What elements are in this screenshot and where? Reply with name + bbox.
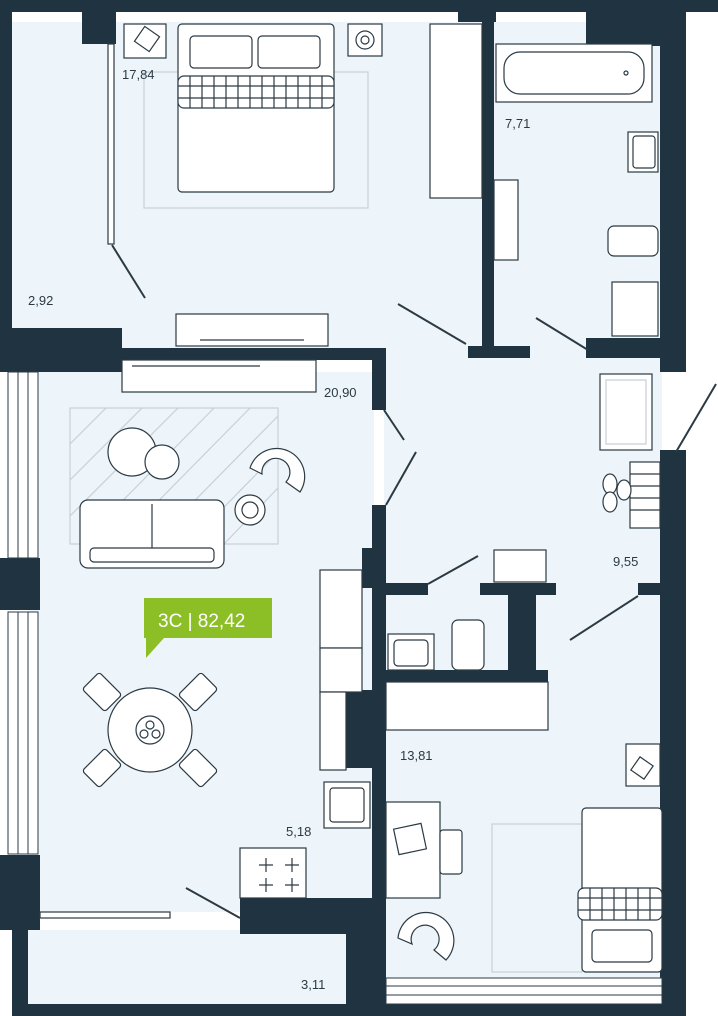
wardrobe (385, 681, 549, 731)
wall (482, 12, 494, 350)
chair (439, 829, 463, 875)
wall (0, 328, 122, 372)
wall (638, 583, 662, 595)
area-label-balcony: 3,11 (301, 977, 325, 992)
door-leaf (111, 244, 146, 299)
pillow (591, 929, 653, 963)
tv-stand (121, 359, 317, 393)
chair (178, 748, 218, 788)
badge-background (144, 598, 272, 658)
bedroom-bottom-furniture (385, 743, 663, 973)
chair (82, 672, 122, 712)
kitchen-counter (319, 691, 347, 771)
slipper-icon (616, 479, 632, 501)
wall (12, 1004, 352, 1016)
wall (0, 0, 12, 330)
living-furniture (39, 359, 371, 919)
area-label-bathroom: 7,71 (505, 116, 530, 131)
tv-stand (175, 313, 329, 347)
area-label-bedroom-top: 17,84 (122, 67, 155, 82)
corridor-furniture (385, 373, 661, 731)
wall (384, 1004, 686, 1016)
pillow (189, 35, 253, 69)
wall (458, 12, 496, 22)
apartment-type-area: 3С | 82,42 (158, 611, 245, 632)
closet (429, 23, 483, 199)
wall (122, 348, 384, 360)
book-icon (133, 25, 161, 53)
chair (82, 748, 122, 788)
doormat (599, 373, 653, 451)
pillow (257, 35, 321, 69)
stove (239, 847, 307, 899)
armchair (249, 447, 306, 493)
area-label-bedroom-bottom: 13,81 (400, 748, 433, 763)
wall (468, 346, 530, 358)
wall (384, 670, 548, 682)
door-leaf (383, 409, 405, 441)
wall (508, 583, 536, 681)
shoe-rack (629, 461, 661, 529)
armchair (397, 911, 455, 961)
room-floor-living (28, 372, 374, 912)
wall (372, 505, 386, 1000)
door-leaf (385, 451, 417, 506)
wardrobe (107, 43, 115, 245)
wall (386, 583, 428, 595)
wall (12, 925, 28, 1016)
door-leaf (185, 887, 241, 919)
blanket (177, 75, 335, 109)
window (7, 611, 39, 855)
apartment-badge: 3С | 82,42 (144, 598, 272, 658)
windows (7, 371, 663, 1005)
book-icon (630, 756, 654, 780)
toilet (451, 619, 485, 671)
wall (344, 690, 374, 768)
toilet (607, 225, 659, 257)
door-leaf (427, 555, 479, 585)
shower-tray (611, 281, 659, 337)
wall (0, 558, 40, 610)
wall (0, 0, 718, 12)
bedroom-top-furniture (107, 23, 483, 347)
area-label-hall-top: 2,92 (28, 293, 53, 308)
cabinet (493, 549, 547, 583)
door-leaf (535, 317, 589, 351)
wall (82, 12, 116, 44)
area-label-kitchen: 5,18 (286, 824, 311, 839)
door-leaf (675, 383, 717, 453)
balcony-door (39, 911, 171, 919)
wall (0, 855, 40, 930)
wall (586, 338, 682, 358)
kitchen-counter (319, 647, 363, 693)
bathroom-furniture (493, 43, 659, 337)
coffee-table (144, 444, 180, 480)
door-leaf (569, 595, 639, 641)
wall (346, 898, 386, 1016)
door-swings (111, 244, 717, 919)
window (385, 977, 663, 1005)
blanket (577, 887, 663, 921)
area-labels: 17,84 2,92 7,71 20,90 9,55 5,18 13,81 3,… (28, 67, 638, 992)
washing-machine (493, 179, 519, 261)
area-label-corridor: 9,55 (613, 554, 638, 569)
laptop-icon (392, 822, 428, 856)
area-label-living: 20,90 (324, 385, 357, 400)
slipper-icon (602, 473, 618, 495)
window (7, 371, 39, 559)
door-leaf (397, 303, 467, 345)
wall (660, 12, 686, 372)
wall (660, 450, 686, 1010)
wall (372, 348, 386, 410)
chair (178, 672, 218, 712)
room-floor-balcony (28, 930, 348, 1004)
wall (362, 548, 384, 588)
slipper-icon (602, 491, 618, 513)
kitchen-counter (319, 569, 363, 649)
